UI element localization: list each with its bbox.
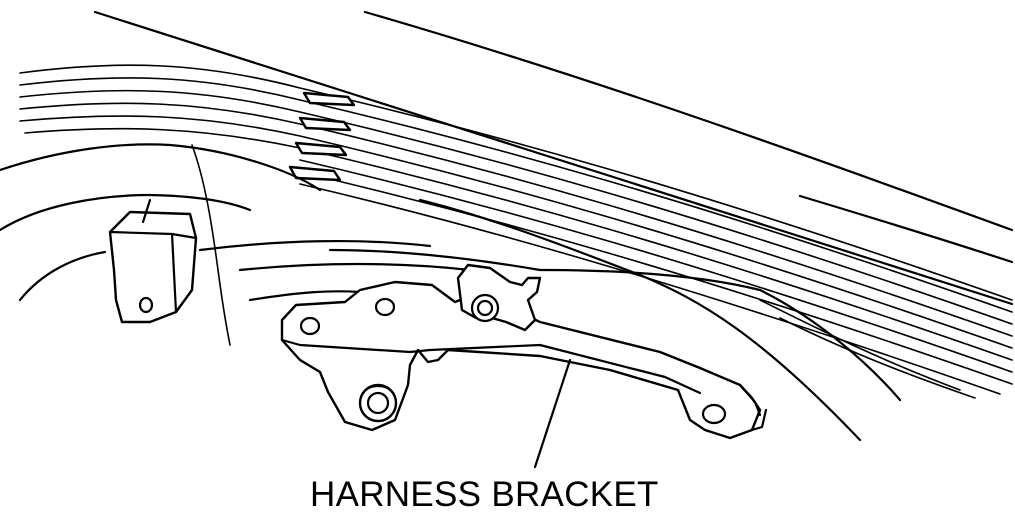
bracket-hole-left	[299, 316, 321, 336]
wiring-harness	[19, 64, 1013, 399]
harness-bracket	[280, 263, 768, 440]
connector-relay	[108, 198, 198, 324]
connector-mount-hole	[138, 296, 154, 314]
bracket-hole-mid	[374, 297, 396, 317]
harness-bracket-label: HARNESS BRACKET	[310, 475, 659, 513]
wire-lead	[191, 144, 231, 346]
callout-leader	[533, 358, 572, 469]
frame-outlines	[0, 143, 902, 442]
harness-clips	[288, 91, 356, 182]
bracket-hole-right	[701, 403, 727, 425]
body-panel-outline	[93, 10, 1014, 306]
